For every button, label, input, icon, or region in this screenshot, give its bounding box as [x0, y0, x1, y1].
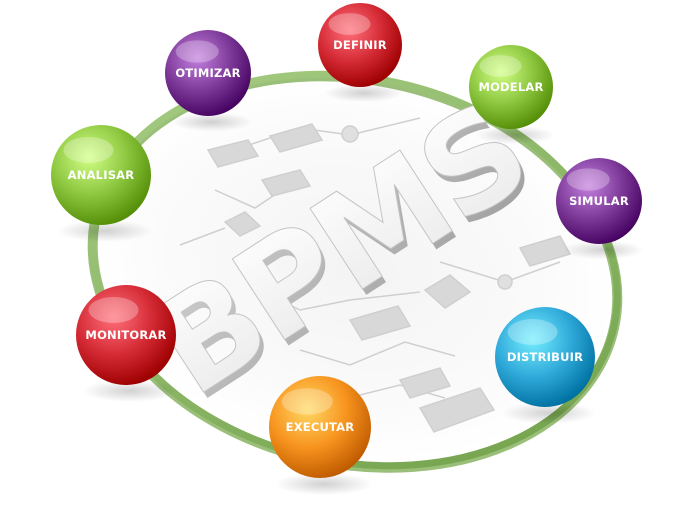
- node-sphere: [165, 30, 251, 116]
- node-shadow: [57, 220, 153, 242]
- node-shadow: [171, 112, 253, 132]
- node-sphere: [51, 125, 151, 225]
- cycle-nodes: DEFINIR MODELAR SIMULAR DISTRIBUIR EXECUTAR M…: [51, 3, 644, 496]
- node-shadow: [275, 472, 373, 496]
- node-sphere: [495, 307, 595, 407]
- cycle-node-distribuir: DISTRIBUIR: [495, 307, 597, 424]
- node-highlight: [88, 297, 139, 323]
- node-label-monitorar: MONITORAR: [85, 328, 166, 342]
- flowchart-process-box: [206, 123, 572, 433]
- cycle-node-monitorar: MONITORAR: [76, 285, 178, 402]
- node-sphere: [556, 158, 642, 244]
- node-shadow: [475, 125, 555, 145]
- node-label-definir: DEFINIR: [333, 38, 387, 52]
- cycle-node-otimizar: OTIMIZAR: [165, 30, 253, 132]
- node-sphere: [469, 45, 553, 129]
- node-highlight: [566, 168, 610, 191]
- node-label-otimizar: OTIMIZAR: [175, 66, 240, 80]
- node-sphere: [318, 3, 402, 87]
- node-highlight: [63, 137, 114, 163]
- flowchart-background: [179, 117, 572, 433]
- node-highlight: [328, 13, 371, 35]
- node-shadow: [324, 83, 404, 103]
- node-label-simular: SIMULAR: [569, 194, 629, 208]
- node-label-analisar: ANALISAR: [68, 168, 135, 182]
- node-shadow: [501, 402, 597, 424]
- cycle-node-definir: DEFINIR: [318, 3, 404, 103]
- cycle-node-analisar: ANALISAR: [51, 125, 153, 242]
- node-highlight: [175, 40, 219, 63]
- node-highlight: [479, 55, 522, 77]
- node-shadow: [82, 380, 178, 402]
- cycle-node-executar: EXECUTAR: [269, 376, 373, 496]
- node-label-modelar: MODELAR: [478, 80, 543, 94]
- node-label-distribuir: DISTRIBUIR: [507, 350, 583, 364]
- node-sphere: [269, 376, 371, 478]
- node-label-executar: EXECUTAR: [286, 420, 355, 434]
- node-shadow: [562, 240, 644, 260]
- node-highlight: [281, 388, 333, 415]
- floor-plane: [95, 76, 615, 460]
- node-highlight: [507, 319, 558, 345]
- flowchart-start-node: [341, 125, 513, 290]
- node-sphere: [76, 285, 176, 385]
- flowchart-decision-diamond: [223, 211, 472, 309]
- cycle-node-simular: SIMULAR: [556, 158, 644, 260]
- cycle-node-modelar: MODELAR: [469, 45, 555, 145]
